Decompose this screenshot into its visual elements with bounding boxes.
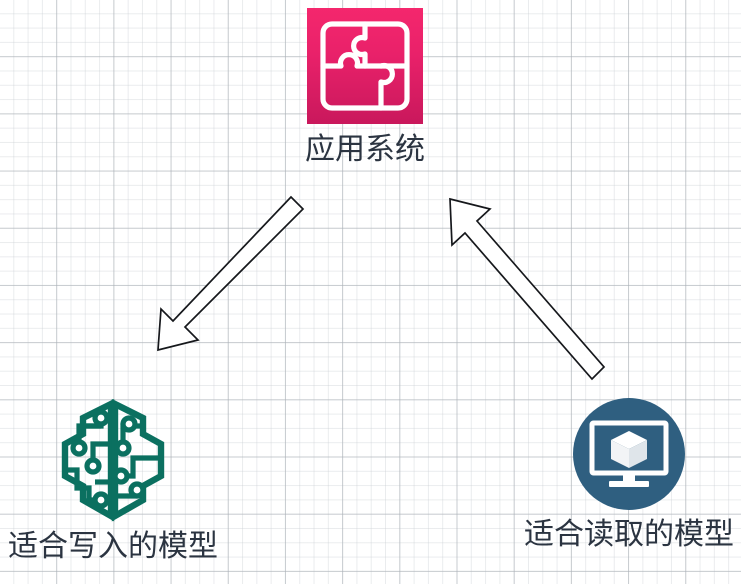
brain-circuit-icon-glyph xyxy=(61,398,165,522)
arrow-app-to-write-model xyxy=(157,195,305,352)
monitor-cube-icon-glyph xyxy=(573,398,685,510)
puzzle-icon xyxy=(307,8,423,124)
node-app-system[interactable]: 应用系统 xyxy=(252,8,478,165)
node-write-model[interactable]: 适合写入的模型 xyxy=(0,396,226,562)
arrow-read-model-to-app xyxy=(449,197,606,381)
node-read-model-label: 适合读取的模型 xyxy=(524,518,734,551)
puzzle-icon-glyph xyxy=(320,21,410,111)
monitor-cube-icon xyxy=(573,398,685,510)
node-write-model-label: 适合写入的模型 xyxy=(8,530,218,563)
node-read-model[interactable]: 适合读取的模型 xyxy=(516,398,741,550)
node-app-system-label: 应用系统 xyxy=(305,133,425,166)
cube-glyph xyxy=(611,431,647,468)
brain-circuit-icon xyxy=(49,396,177,524)
